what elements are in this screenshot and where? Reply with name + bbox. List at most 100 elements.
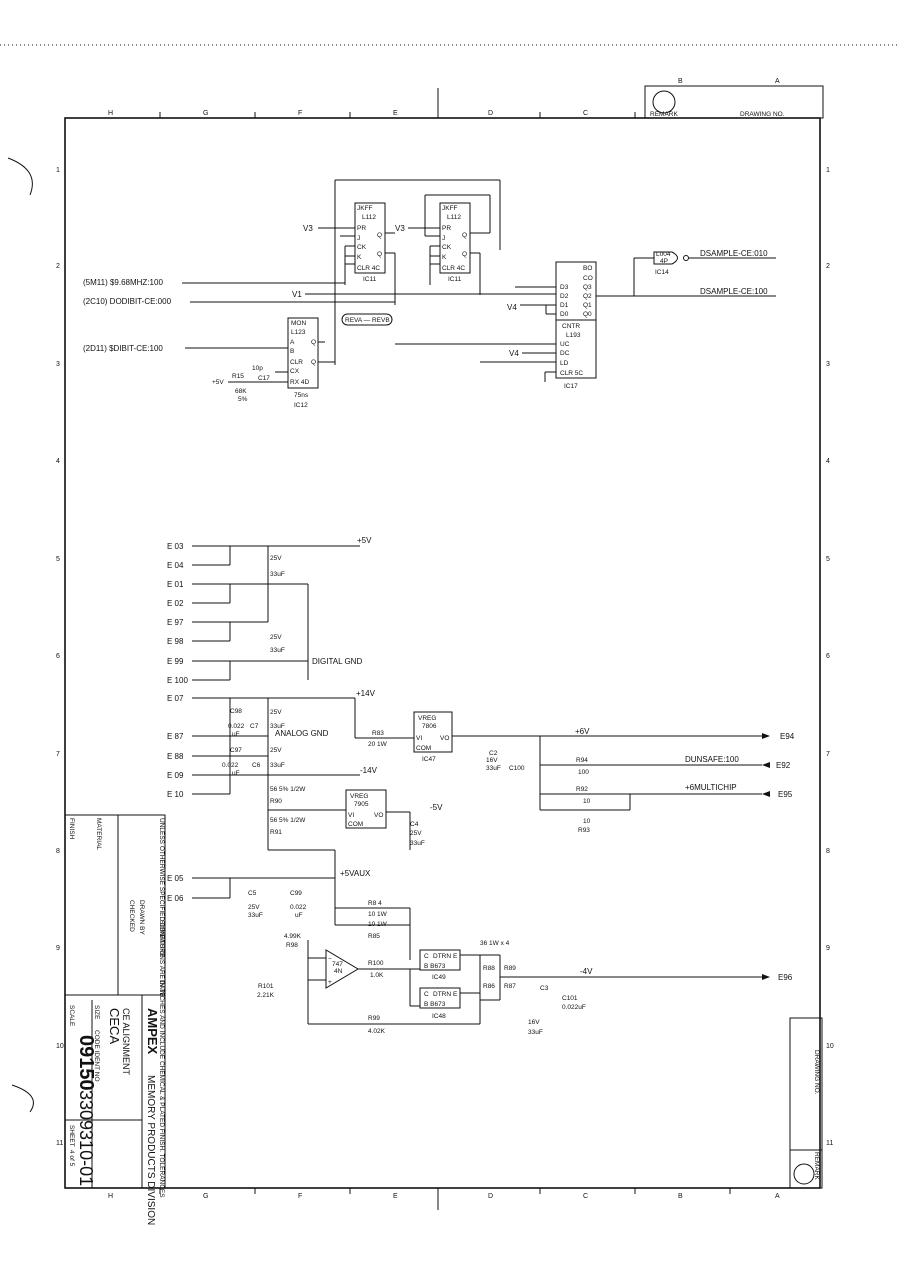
cap-c3-volt: 16V xyxy=(528,1019,540,1026)
cap-c4-value: 33uF xyxy=(410,840,425,847)
r100-value: 1.0K xyxy=(370,972,384,979)
row-labels-left: 1 2 3 4 5 6 7 8 9 10 11 xyxy=(56,167,64,1147)
r15-value: 68K xyxy=(235,388,247,395)
r90-value: 56 5% 1/2W xyxy=(270,786,306,793)
col-label-b-top: B xyxy=(678,78,683,85)
v4-signal-b: V4 xyxy=(509,349,519,358)
row-label: 2 xyxy=(826,263,830,270)
opamp-747: 747 4N −+ xyxy=(325,949,359,989)
svg-text:C: C xyxy=(424,953,429,960)
ic-name: IC48 xyxy=(432,1013,446,1020)
r15-plus5v: +5V xyxy=(212,379,224,386)
col-label: B xyxy=(678,1193,683,1200)
ic-title: MON xyxy=(291,320,306,327)
column-labels-top: H G F E D C xyxy=(108,110,588,117)
r83-value: 20 1W xyxy=(368,741,388,748)
ic-title: L004 xyxy=(656,251,671,258)
ic-part: L112 xyxy=(447,214,461,221)
rail-plus5v: +5V xyxy=(357,536,372,545)
title-notes: UNLESS OTHERWISE SPECIFIED DIMENSIONS AR… xyxy=(158,818,165,1198)
v1-signal: V1 xyxy=(292,290,302,299)
cap-uf-b: uF xyxy=(232,770,240,777)
side-remark-label: REMARK xyxy=(813,1152,820,1180)
dsample-100: DSAMPLE-CE:100 xyxy=(700,287,768,296)
cap-c4-volt: 25V xyxy=(410,830,422,837)
ic-part: 7905 xyxy=(354,801,369,808)
column-labels-bottom: H G F E D C B A xyxy=(108,1193,780,1200)
ic14-gate: L004 4P IC14 xyxy=(653,251,689,276)
rail-digital-gnd: DIGITAL GND xyxy=(312,657,362,666)
scale-label: SCALE xyxy=(68,1005,75,1027)
code-ident-label: CODE IDENT NO xyxy=(93,1030,100,1082)
edge-pin: E 04 xyxy=(167,561,184,570)
e95-label: E95 xyxy=(778,790,793,799)
ic-part: 7806 xyxy=(422,723,437,730)
cap-c2-value: 33uF xyxy=(486,765,501,772)
svg-text:E: E xyxy=(453,991,458,998)
edge-pin: E 99 xyxy=(167,657,184,666)
ic-name: IC49 xyxy=(432,974,446,981)
svg-text:CK: CK xyxy=(442,244,452,251)
col-label: H xyxy=(108,110,113,117)
date-label: DATE xyxy=(158,980,165,998)
col-label: E xyxy=(393,110,398,117)
v3-signal-b: V3 xyxy=(395,224,405,233)
row-label: 6 xyxy=(56,653,60,660)
rail-plus5vaux: +5VAUX xyxy=(340,869,371,878)
finish-label: FINISH xyxy=(68,818,75,840)
cap-c99: C99 xyxy=(290,890,302,897)
r90-label: R90 xyxy=(270,798,282,805)
edge-pin-wires xyxy=(192,545,360,899)
col-label: F xyxy=(298,1193,302,1200)
svg-text:J: J xyxy=(442,235,445,242)
cap-33uf-d: 33uF xyxy=(270,762,285,769)
svg-text:+: + xyxy=(328,979,332,986)
e92-label: E92 xyxy=(776,761,791,770)
ic-title: 747 xyxy=(332,961,343,968)
r84-value: 10 1W xyxy=(368,911,388,918)
r86-label: R86 xyxy=(483,983,495,990)
col-label: D xyxy=(488,110,493,117)
r-bank-note: 36 1W x 4 xyxy=(480,940,510,947)
ic-part: L112 xyxy=(362,214,376,221)
svg-text:Q3: Q3 xyxy=(583,284,592,291)
cap-33uf-c: 33uF xyxy=(270,723,285,730)
col-label: F xyxy=(298,110,302,117)
r98-label: R98 xyxy=(286,942,298,949)
e96-label: E96 xyxy=(778,973,793,982)
c17-label: C17 xyxy=(258,375,270,382)
r99-label: R99 xyxy=(368,1015,380,1022)
row-label: 3 xyxy=(826,361,830,368)
side-drawing-no-label: DRAWING NO. xyxy=(813,1050,820,1095)
edge-pin: E 02 xyxy=(167,599,184,608)
cap-0022-a: 0.022 xyxy=(228,723,245,730)
r84-label: R8 4 xyxy=(368,900,382,907)
checked-label: CHECKED xyxy=(128,900,135,932)
row-label: 6 xyxy=(826,653,830,660)
reva-revb-label: REVA — REVB xyxy=(345,317,390,324)
rail-minus14v: -14V xyxy=(360,766,378,775)
ic-name: IC11 xyxy=(448,276,462,283)
c17-value: 10p xyxy=(252,365,263,372)
division-name: MEMORY PRODUCTS DIVISION xyxy=(145,1075,156,1225)
svg-text:K: K xyxy=(442,254,447,261)
input-2d11: (2D11) $DIBIT-CE:100 xyxy=(83,344,163,353)
ic-title: VREG xyxy=(350,793,368,800)
multichip-signal: +6MULTICHIP xyxy=(685,783,737,792)
cap-c5: C5 xyxy=(248,890,257,897)
rail-plus14v: +14V xyxy=(356,689,376,698)
row-label: 9 xyxy=(56,945,60,952)
ic-part: B B673 xyxy=(424,963,446,970)
side-header-circle xyxy=(793,1163,815,1185)
cap-25v-d: 25V xyxy=(270,747,282,754)
rail-minus4v: -4V xyxy=(580,967,593,976)
ic-clr: CLR 5C xyxy=(560,370,583,377)
ic11-jkff-a: JKFF L112 PRJ CKK CLR 4C QQ IC11 xyxy=(354,202,386,283)
r101-value: 2.21K xyxy=(257,992,275,999)
cap-c97: C97 xyxy=(230,747,242,754)
row-labels-right: 1 2 3 4 5 6 7 8 9 10 11 xyxy=(826,167,834,1147)
svg-text:B: B xyxy=(290,348,294,355)
svg-text:Q1: Q1 xyxy=(583,302,592,309)
row-label: 11 xyxy=(826,1140,833,1147)
